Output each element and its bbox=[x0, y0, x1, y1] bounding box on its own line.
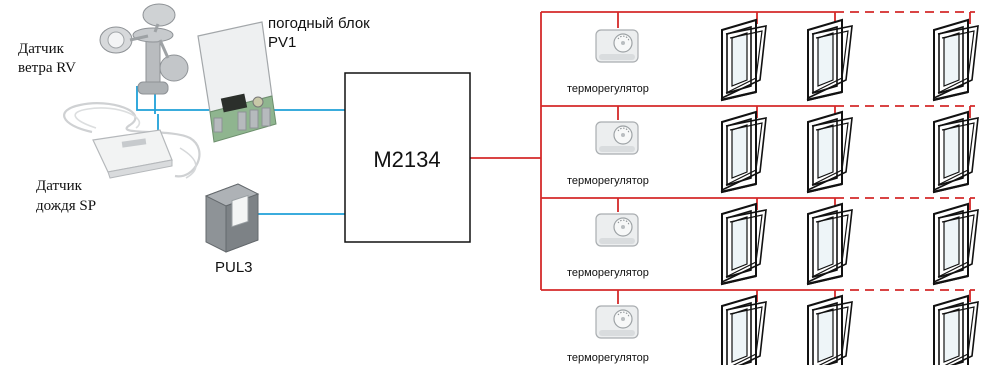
window-icon bbox=[719, 110, 768, 194]
controller-box bbox=[344, 72, 471, 243]
rain-sensor-icon bbox=[63, 102, 201, 179]
window-icon bbox=[805, 18, 854, 102]
wind-sensor-label-line1: Датчик bbox=[18, 41, 65, 57]
zone-row: терморегулятор bbox=[567, 18, 980, 102]
zone-row: терморегулятор bbox=[567, 202, 980, 286]
weather-block-label-line1: погодный блок bbox=[268, 15, 370, 32]
thermostat-icon bbox=[595, 121, 639, 155]
window-icon bbox=[719, 294, 768, 365]
zone-row: терморегулятор bbox=[567, 110, 980, 194]
window-icon bbox=[805, 202, 854, 286]
window-icon bbox=[931, 18, 980, 102]
wall-switch-icon bbox=[204, 183, 260, 253]
thermostat-icon bbox=[595, 213, 639, 247]
window-icon bbox=[719, 202, 768, 286]
anemometer-icon bbox=[99, 3, 189, 95]
thermostat-label: терморегулятор bbox=[567, 83, 649, 95]
window-icon bbox=[805, 294, 854, 365]
rain-sensor-label-line2: дождя SP bbox=[36, 198, 96, 214]
thermostat-label: терморегулятор bbox=[567, 352, 649, 364]
wind-sensor-label-line2: ветра RV bbox=[18, 60, 76, 76]
window-icon bbox=[805, 110, 854, 194]
junction-box-icon bbox=[197, 21, 277, 143]
thermostat-label: терморегулятор bbox=[567, 175, 649, 187]
window-icon bbox=[719, 18, 768, 102]
thermostat-icon bbox=[595, 29, 639, 63]
switch-label: PUL3 bbox=[215, 259, 253, 276]
controller-label: M2134 bbox=[373, 147, 440, 172]
weather-block-label-line2: PV1 bbox=[268, 34, 296, 51]
zone-row: терморегулятор bbox=[567, 294, 980, 365]
window-icon bbox=[931, 202, 980, 286]
thermostat-icon bbox=[595, 305, 639, 339]
rain-sensor-label-line1: Датчик bbox=[36, 178, 83, 194]
window-icon bbox=[931, 110, 980, 194]
thermostat-label: терморегулятор bbox=[567, 267, 649, 279]
window-icon bbox=[931, 294, 980, 365]
